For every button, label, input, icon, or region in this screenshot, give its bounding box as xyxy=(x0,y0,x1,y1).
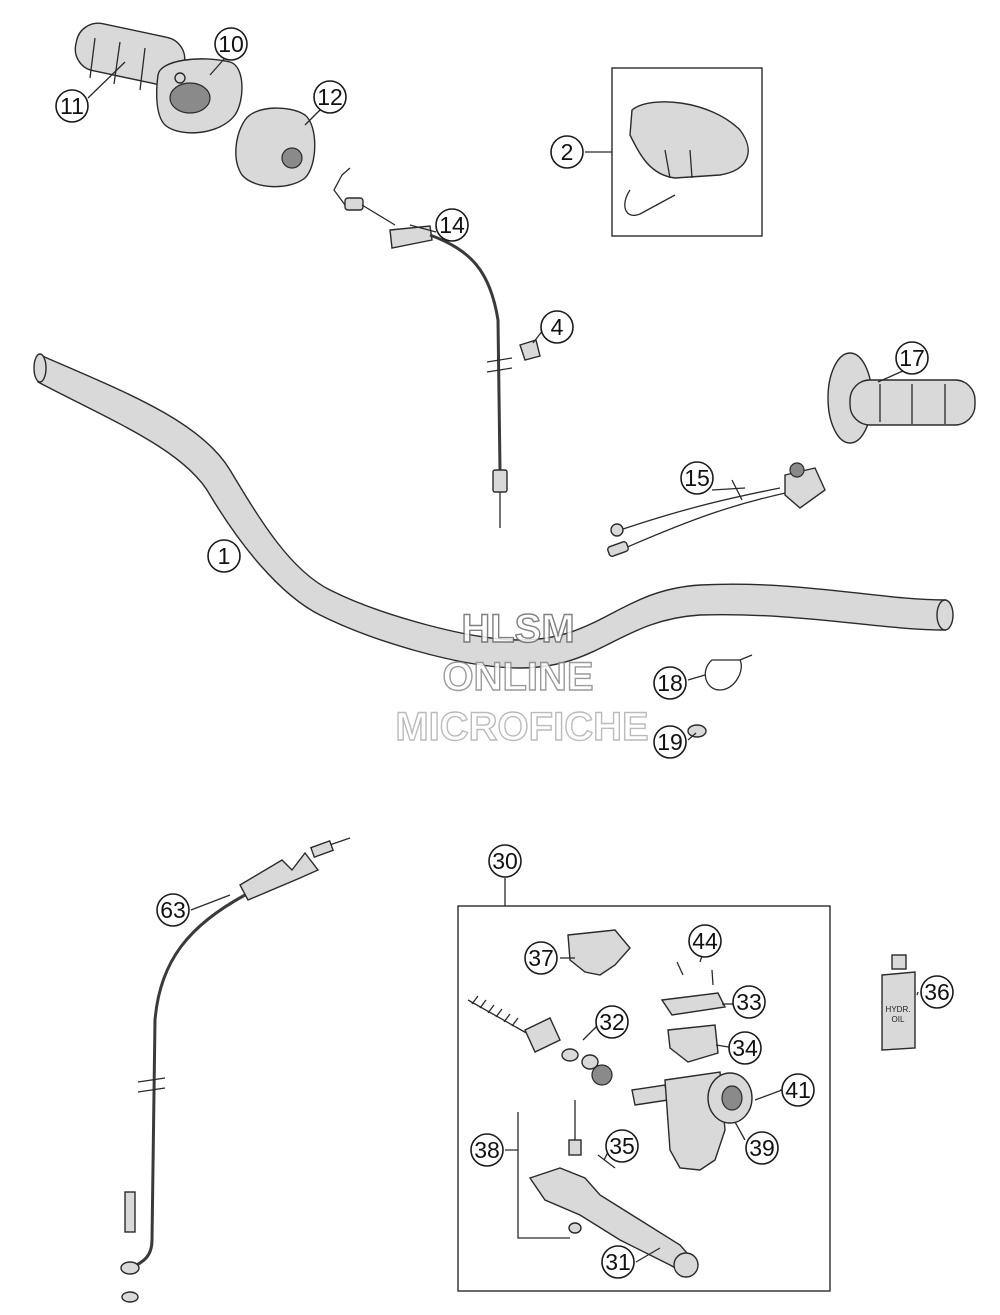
callout-17: 17 xyxy=(895,341,929,375)
callout-4: 4 xyxy=(540,310,574,344)
piston-32 xyxy=(467,995,613,1086)
pin-38 xyxy=(505,1100,582,1239)
callout-34-text: 34 xyxy=(732,1035,758,1061)
callout-12-text: 12 xyxy=(317,84,343,110)
callout-30-text: 30 xyxy=(492,848,518,874)
callout-38-text: 38 xyxy=(474,1137,500,1163)
left-grip xyxy=(827,352,976,444)
callout-1-text: 1 xyxy=(218,543,231,569)
watermark-line3: MICROFICHE xyxy=(395,705,648,749)
master-cylinder-39 xyxy=(631,1071,753,1171)
reservoir-cover-33 xyxy=(660,992,727,1016)
membrane-34 xyxy=(667,1024,719,1063)
callout-10-text: 10 xyxy=(218,31,244,57)
cable-tie xyxy=(704,654,753,691)
callout-37-text: 37 xyxy=(528,945,554,971)
callout-11-text: 11 xyxy=(60,93,84,119)
callout-19: 19 xyxy=(653,725,687,759)
callout-2: 2 xyxy=(550,135,584,169)
callout-32-text: 32 xyxy=(599,1009,625,1035)
callout-4-text: 4 xyxy=(551,314,564,340)
spring-35 xyxy=(597,1154,616,1169)
callout-39-text: 39 xyxy=(749,1135,775,1161)
callout-35-text: 35 xyxy=(609,1133,635,1159)
handlebar xyxy=(33,353,954,669)
master-cylinder-box xyxy=(457,878,831,1292)
callout-18: 18 xyxy=(653,666,687,700)
callout-10: 10 xyxy=(214,27,248,61)
watermark: HLSM ONLINE MICROFICHE xyxy=(395,606,650,749)
callout-33-text: 33 xyxy=(736,989,762,1015)
callout-44-text: 44 xyxy=(692,928,718,954)
callout-31-text: 31 xyxy=(605,1249,631,1275)
nut xyxy=(687,724,707,738)
callout-2-text: 2 xyxy=(561,139,574,165)
lever-31 xyxy=(528,1167,699,1278)
throttle-cover xyxy=(235,107,316,188)
brake-line xyxy=(120,837,351,1303)
callout-41-text: 41 xyxy=(785,1077,811,1103)
callout-32: 32 xyxy=(595,1005,629,1039)
kill-switch xyxy=(607,462,826,557)
hydraulic-oil-bottle: HYDR. OIL xyxy=(881,954,916,1051)
callout-15-text: 15 xyxy=(684,465,710,491)
watermark-line2: ONLINE xyxy=(442,655,593,699)
throttle-grip xyxy=(74,22,186,91)
callout-31: 31 xyxy=(601,1245,635,1279)
callout-30: 30 xyxy=(488,844,522,878)
callout-39: 39 xyxy=(745,1131,779,1165)
callout-36-text: 36 xyxy=(924,979,950,1005)
callout-35: 35 xyxy=(605,1129,639,1163)
oil-label-line2: OIL xyxy=(892,1015,905,1024)
callout-17-text: 17 xyxy=(899,345,925,371)
watermark-line1: HLSM xyxy=(461,607,574,651)
callout-44: 44 xyxy=(688,924,722,958)
callout-14: 14 xyxy=(435,208,469,242)
callout-41: 41 xyxy=(781,1073,815,1107)
leader-lines xyxy=(87,57,919,1263)
clamp-37 xyxy=(567,929,631,976)
callout-34: 34 xyxy=(728,1031,762,1065)
throttle-housing xyxy=(155,58,243,134)
callout-63-text: 63 xyxy=(160,897,186,923)
part-box-2 xyxy=(611,67,763,237)
bolt-41 xyxy=(754,1089,783,1101)
callout-37: 37 xyxy=(524,941,558,975)
screws-44 xyxy=(676,961,714,986)
callout-63: 63 xyxy=(156,893,190,927)
cable-cap xyxy=(519,339,541,361)
callout-1: 1 xyxy=(207,539,241,573)
callout-14-text: 14 xyxy=(439,212,465,238)
oil-label-line1: HYDR. xyxy=(886,1005,911,1014)
throttle-cable xyxy=(333,167,513,528)
callout-18-text: 18 xyxy=(657,670,683,696)
callout-11: 11 xyxy=(55,89,89,123)
callout-33: 33 xyxy=(732,985,766,1019)
callout-15: 15 xyxy=(680,461,714,495)
callout-12: 12 xyxy=(313,80,347,114)
callout-38: 38 xyxy=(470,1133,504,1167)
callout-36: 36 xyxy=(920,975,954,1009)
callout-19-text: 19 xyxy=(657,729,683,755)
